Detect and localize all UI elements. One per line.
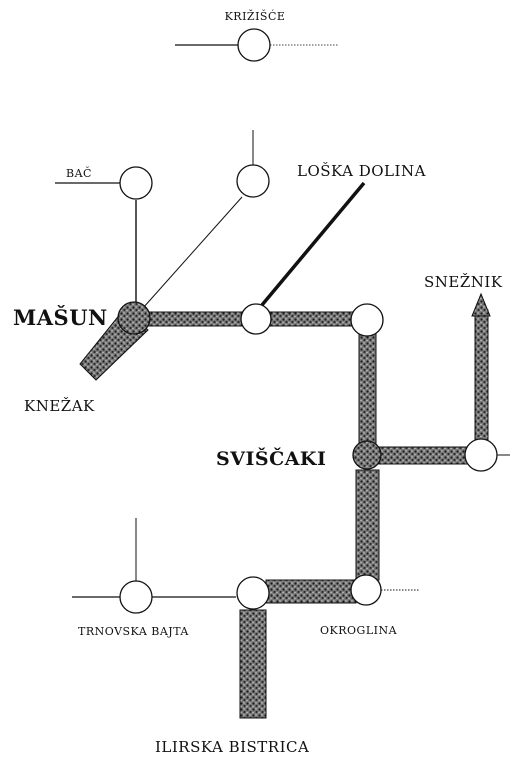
junction-sviscaki — [352, 440, 382, 470]
label-snežnik: SNEŽNIK — [424, 273, 503, 291]
label-loska-dolina: LOŠKA DOLINA — [297, 162, 426, 180]
snežnik-arrow — [471, 292, 491, 317]
label-sviscaki: SVIŠČAKI — [216, 447, 326, 470]
place-labels: BAČ LOŠKA DOLINA SNEŽNIK MAŠUN KNEŽAK SV… — [13, 162, 503, 756]
junction-loska-dolina — [240, 303, 272, 335]
label-ilirska-bistrica: ILIRSKA BISTRICA — [155, 738, 309, 756]
label-knezak: KNEŽAK — [24, 397, 95, 415]
road-vertical-north — [358, 329, 377, 459]
junction-okroglina — [350, 574, 382, 606]
legend: KRIŽIŠĆE — [175, 9, 338, 62]
junction-masun — [117, 301, 151, 335]
road-vertical-south — [355, 469, 380, 581]
road-upper-junction-masun — [142, 196, 243, 309]
junction-trnovska-bajta — [119, 580, 153, 614]
junction-bac — [119, 166, 153, 200]
legend-junction-marker — [237, 28, 271, 62]
minor-roads — [55, 130, 510, 598]
label-masun: MAŠUN — [13, 305, 108, 330]
road-snežnik — [474, 309, 489, 441]
junction-ilirska-bistrica — [236, 576, 270, 610]
junction-upper — [236, 164, 270, 198]
label-okroglina: OKROGLINA — [320, 624, 398, 637]
road-loska-dolina — [260, 181, 366, 307]
label-bac: BAČ — [66, 166, 92, 180]
road-ilirska-bistrica — [239, 609, 267, 719]
junction-northeast — [350, 303, 384, 337]
label-trnovska-bajta: TRNOVSKA BAJTA — [78, 625, 189, 638]
legend-title: KRIŽIŠĆE — [225, 9, 286, 23]
junction-snežnik — [464, 438, 498, 472]
junctions — [117, 164, 498, 614]
main-roads — [79, 292, 491, 719]
road-okroglina-west — [265, 579, 357, 604]
